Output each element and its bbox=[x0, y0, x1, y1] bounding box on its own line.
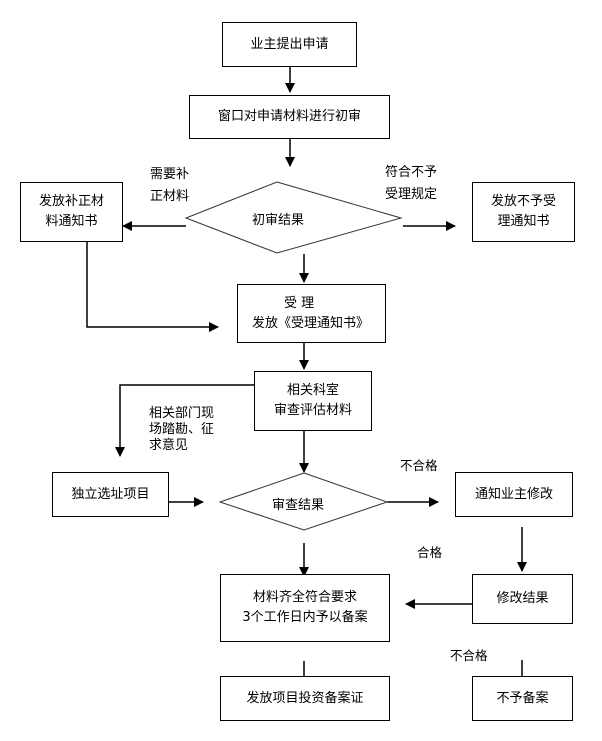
not-accept-rules-label: 符合不予 受理规定 bbox=[385, 165, 438, 202]
initial-review-box: 窗口对申请材料进行初审 bbox=[189, 95, 390, 139]
node-text: 发放项目投资备案证 bbox=[246, 690, 364, 706]
need-supplement-label: 需要补 正材料 bbox=[150, 167, 190, 204]
node-text: 修改结果 bbox=[496, 591, 549, 606]
no-filing-box: 不予备案 bbox=[472, 676, 573, 721]
fail-label-1: 不合格 bbox=[400, 458, 438, 473]
node-text: 独立选址项目 bbox=[71, 486, 150, 502]
revision-result-box: 修改结果 bbox=[472, 574, 573, 624]
fail-label-2: 不合格 bbox=[450, 648, 488, 663]
node-text: 材料齐全符合要求 bbox=[252, 590, 357, 605]
initial-result-label: 初审结果 bbox=[251, 213, 304, 228]
node-text: 不予备案 bbox=[496, 690, 549, 706]
pass-label: 合格 bbox=[417, 545, 443, 560]
site-inspection-label: 相关部门现 场踏勘、征 求意见 bbox=[149, 406, 215, 453]
dept-review-box: 相关科室 审查评估材料 bbox=[254, 371, 372, 431]
arrow-dept-to-site bbox=[115, 384, 254, 457]
issue-certificate-box: 发放项目投资备案证 bbox=[220, 676, 390, 721]
notify-owner-box: 通知业主修改 bbox=[455, 472, 573, 517]
node-text: 发放补正材 bbox=[38, 194, 104, 209]
supplement-notice-box: 发放补正材 料通知书 bbox=[20, 182, 123, 242]
node-text: 3个工作日内予以备案 bbox=[242, 610, 368, 625]
submit-application-box: 业主提出申请 bbox=[222, 22, 357, 67]
node-text: 受 理 bbox=[284, 295, 315, 311]
node-text: 料通知书 bbox=[45, 214, 98, 229]
reject-notice-box: 发放不予受 理通知书 bbox=[472, 182, 575, 242]
arrow-supplement-to-accept bbox=[86, 242, 219, 332]
node-text: 通知业主修改 bbox=[474, 486, 553, 502]
node-text: 窗口对申请材料进行初审 bbox=[217, 109, 361, 124]
accept-box: 受 理 发放《受理通知书》 bbox=[237, 284, 386, 343]
node-text: 相关科室 bbox=[286, 383, 339, 398]
node-text: 业主提出申请 bbox=[250, 36, 329, 52]
independent-site-box: 独立选址项目 bbox=[52, 472, 169, 517]
node-text: 发放《受理通知书》 bbox=[252, 315, 370, 331]
materials-ok-box: 材料齐全符合要求 3个工作日内予以备案 bbox=[220, 574, 390, 642]
initial-result-diamond bbox=[184, 181, 403, 254]
review-result-diamond bbox=[218, 472, 389, 531]
node-text: 理通知书 bbox=[497, 214, 550, 229]
node-text: 审查评估材料 bbox=[273, 403, 352, 418]
review-result-label: 审查结果 bbox=[271, 498, 324, 513]
node-text: 发放不予受 bbox=[490, 194, 556, 209]
